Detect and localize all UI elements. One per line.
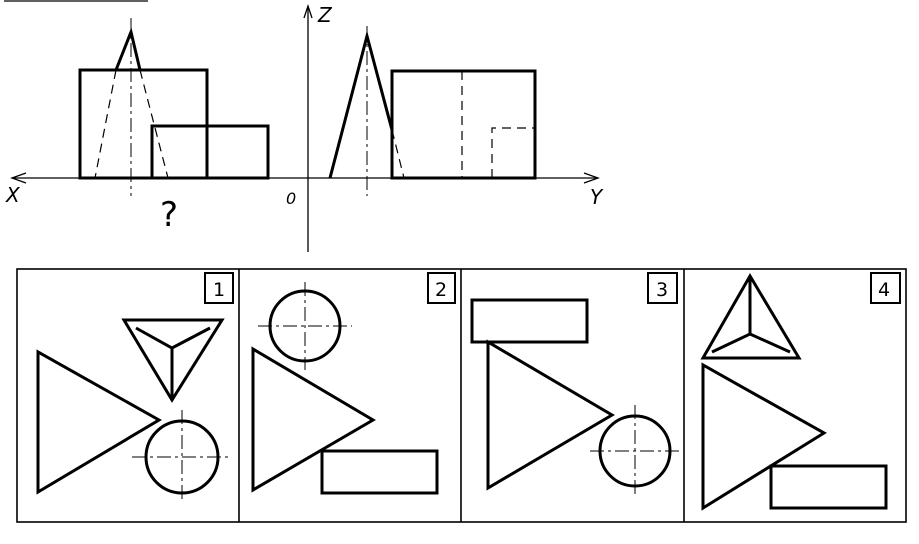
side-pyramid [328, 30, 394, 179]
option-2-number: 2 [435, 279, 447, 301]
option-1-triangle [36, 349, 162, 495]
x-axis-arrow [10, 172, 27, 184]
front-small-block [150, 124, 270, 180]
option-2-number-box [427, 272, 456, 304]
side-pyramid-hidden [391, 129, 405, 179]
option-3-triangle [486, 339, 615, 491]
option-4-number-box [870, 272, 901, 304]
x-axis-label: X [5, 183, 21, 207]
option-2-triangle [251, 346, 376, 493]
origin-label: 0 [286, 189, 296, 208]
option-4-triangle [701, 362, 827, 511]
option-1-pyramid-top [135, 326, 211, 350]
option-1[interactable]: 1 [36, 272, 234, 502]
option-3[interactable]: 3 [470, 272, 682, 496]
option-4-pyramid-outline [700, 273, 802, 360]
front-view: ? [78, 18, 270, 235]
option-2-rectangle [320, 449, 439, 495]
front-large-block [78, 68, 209, 180]
option-3-number: 3 [656, 279, 668, 301]
option-4[interactable]: 4 [700, 272, 901, 511]
answer-options: 1 2 3 [16, 268, 907, 523]
question-mark: ? [160, 195, 178, 235]
front-pyramid-hidden-right [139, 69, 169, 179]
y-axis-label: Y [590, 185, 604, 209]
option-1-pyramid-outline [121, 318, 225, 403]
option-3-rectangle [470, 298, 589, 344]
coordinate-axes: X Y Z 0 [5, 3, 604, 252]
z-axis-label: Z [317, 3, 333, 27]
option-1-number: 1 [213, 279, 225, 301]
y-axis-arrow [583, 172, 600, 184]
side-hidden-step [491, 127, 535, 178]
side-view [328, 26, 537, 196]
option-4-number: 4 [878, 279, 890, 301]
front-pyramid-apex [114, 27, 142, 71]
option-3-number-box [647, 272, 678, 304]
option-1-number-box [204, 272, 234, 304]
option-2[interactable]: 2 [251, 272, 456, 495]
option-4-rectangle [769, 464, 888, 510]
side-block [390, 69, 537, 180]
front-pyramid-hidden-left [94, 69, 117, 179]
option-4-pyramid-base [711, 332, 791, 354]
z-axis-arrow [303, 3, 313, 19]
